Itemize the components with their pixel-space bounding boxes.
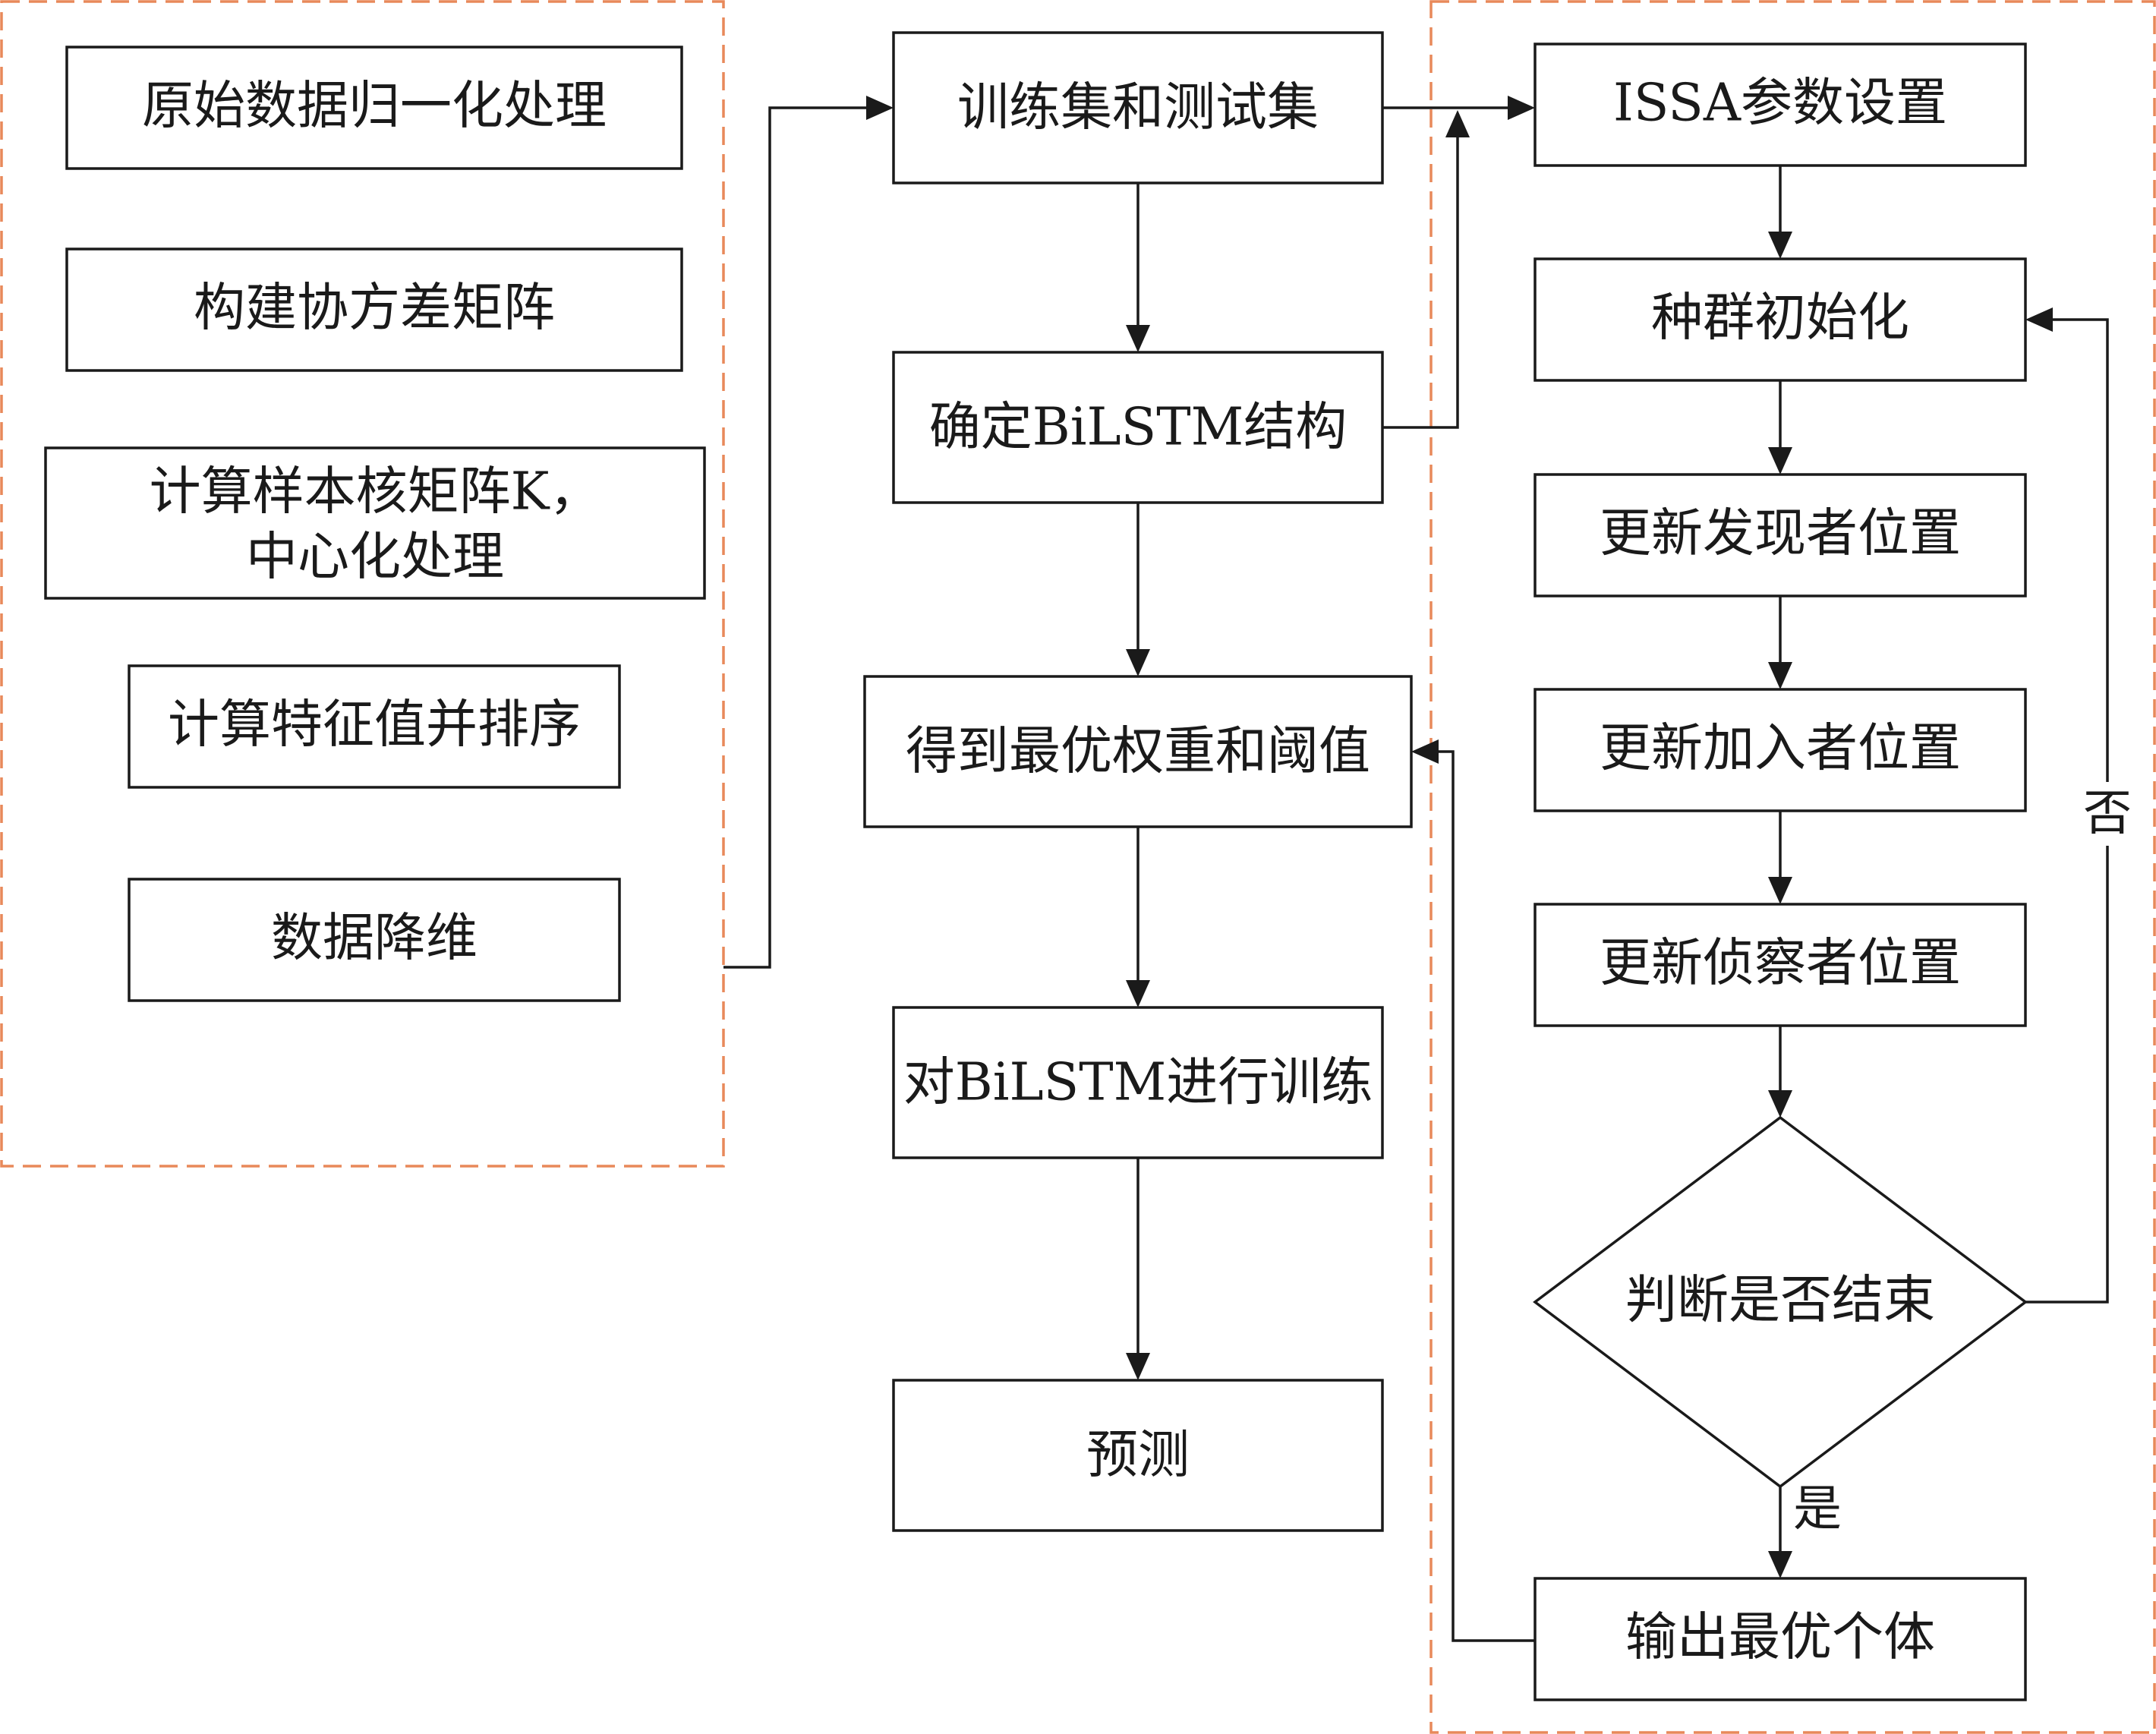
node-normalize: 原始数据归一化处理 <box>65 46 683 170</box>
edge-label-no: 否 <box>2083 786 2132 842</box>
node-train-label: 对BiLSTM进行训练 <box>903 1053 1373 1113</box>
node-eigen-label: 计算特征值并排序 <box>168 695 581 755</box>
edge-label-yes: 是 <box>1793 1481 1842 1537</box>
edge-structure-to-params-arrowhead <box>1445 110 1470 137</box>
edge-train-to-predict-arrowhead <box>1126 1353 1150 1380</box>
node-predict-label: 预测 <box>1086 1426 1190 1486</box>
node-params-label: ISSA参数设置 <box>1613 74 1947 134</box>
node-covariance-label: 构建协方差矩阵 <box>194 279 555 339</box>
node-scout: 更新侦察者位置 <box>1533 903 2027 1027</box>
node-weights: 得到最优权重和阈值 <box>863 675 1413 828</box>
node-scout-label: 更新侦察者位置 <box>1600 934 1961 994</box>
node-covariance: 构建协方差矩阵 <box>65 247 683 372</box>
node-dataset: 训练集和测试集 <box>892 31 1384 184</box>
node-init-label: 种群初始化 <box>1651 288 1909 348</box>
edge-scout-to-decision-arrowhead <box>1768 1090 1792 1118</box>
edge-weights-to-train-arrowhead <box>1126 980 1150 1007</box>
node-discoverer-label: 更新发现者位置 <box>1600 504 1961 564</box>
edge-structure-to-weights-arrowhead <box>1126 649 1150 676</box>
edge-output-to-weights-arrowhead <box>1411 739 1439 764</box>
node-structure: 确定BiLSTM结构 <box>892 351 1384 504</box>
edge-structure-to-params <box>1382 137 1459 429</box>
node-kernel-label-line1: 计算样本核矩阵K， <box>150 462 601 522</box>
edge-init-to-discoverer-arrowhead <box>1768 447 1792 474</box>
node-kernel-label-line2: 中心化处理 <box>246 528 504 588</box>
node-kernel: 计算样本核矩阵K， 中心化处理 <box>44 446 706 600</box>
node-train: 对BiLSTM进行训练 <box>892 1006 1384 1159</box>
edge-dataset-to-params-arrowhead <box>1508 96 1535 120</box>
edge-joiner-to-scout-arrowhead <box>1768 877 1792 904</box>
node-params: ISSA参数设置 <box>1533 43 2027 167</box>
node-weights-label: 得到最优权重和阈值 <box>906 722 1370 782</box>
node-predict: 预测 <box>892 1379 1384 1532</box>
right-group-frame <box>1429 0 2156 1734</box>
node-reduce: 数据降维 <box>128 878 621 1002</box>
node-init: 种群初始化 <box>1533 257 2027 382</box>
node-joiner-label: 更新加入者位置 <box>1600 719 1961 779</box>
node-reduce-label: 数据降维 <box>271 909 478 969</box>
node-output-label: 输出最优个体 <box>1625 1608 1935 1668</box>
node-normalize-label: 原始数据归一化处理 <box>142 77 607 137</box>
left-group-frame <box>0 0 725 1168</box>
node-dataset-label: 训练集和测试集 <box>957 78 1319 138</box>
edge-dataset-to-structure-arrowhead <box>1126 325 1150 352</box>
node-output: 输出最优个体 <box>1533 1577 2027 1701</box>
edge-left-to-dataset <box>723 106 868 969</box>
node-discoverer: 更新发现者位置 <box>1533 473 2027 597</box>
edge-params-to-init-arrowhead <box>1768 232 1792 259</box>
node-decision-label: 判断是否结束 <box>1625 1271 1935 1331</box>
node-structure-label: 确定BiLSTM结构 <box>929 398 1347 458</box>
edge-output-to-weights <box>1436 750 1535 1642</box>
node-eigen: 计算特征值并排序 <box>128 664 621 789</box>
edge-decision-to-output-arrowhead <box>1768 1551 1792 1578</box>
edge-left-to-dataset-arrowhead <box>866 96 894 120</box>
node-decision: 判断是否结束 <box>1533 1115 2028 1489</box>
edge-decision-no-loop-arrowhead <box>2025 307 2053 332</box>
node-joiner: 更新加入者位置 <box>1533 688 2027 812</box>
edge-discoverer-to-joiner-arrowhead <box>1768 662 1792 689</box>
no-label-background <box>2085 782 2130 846</box>
